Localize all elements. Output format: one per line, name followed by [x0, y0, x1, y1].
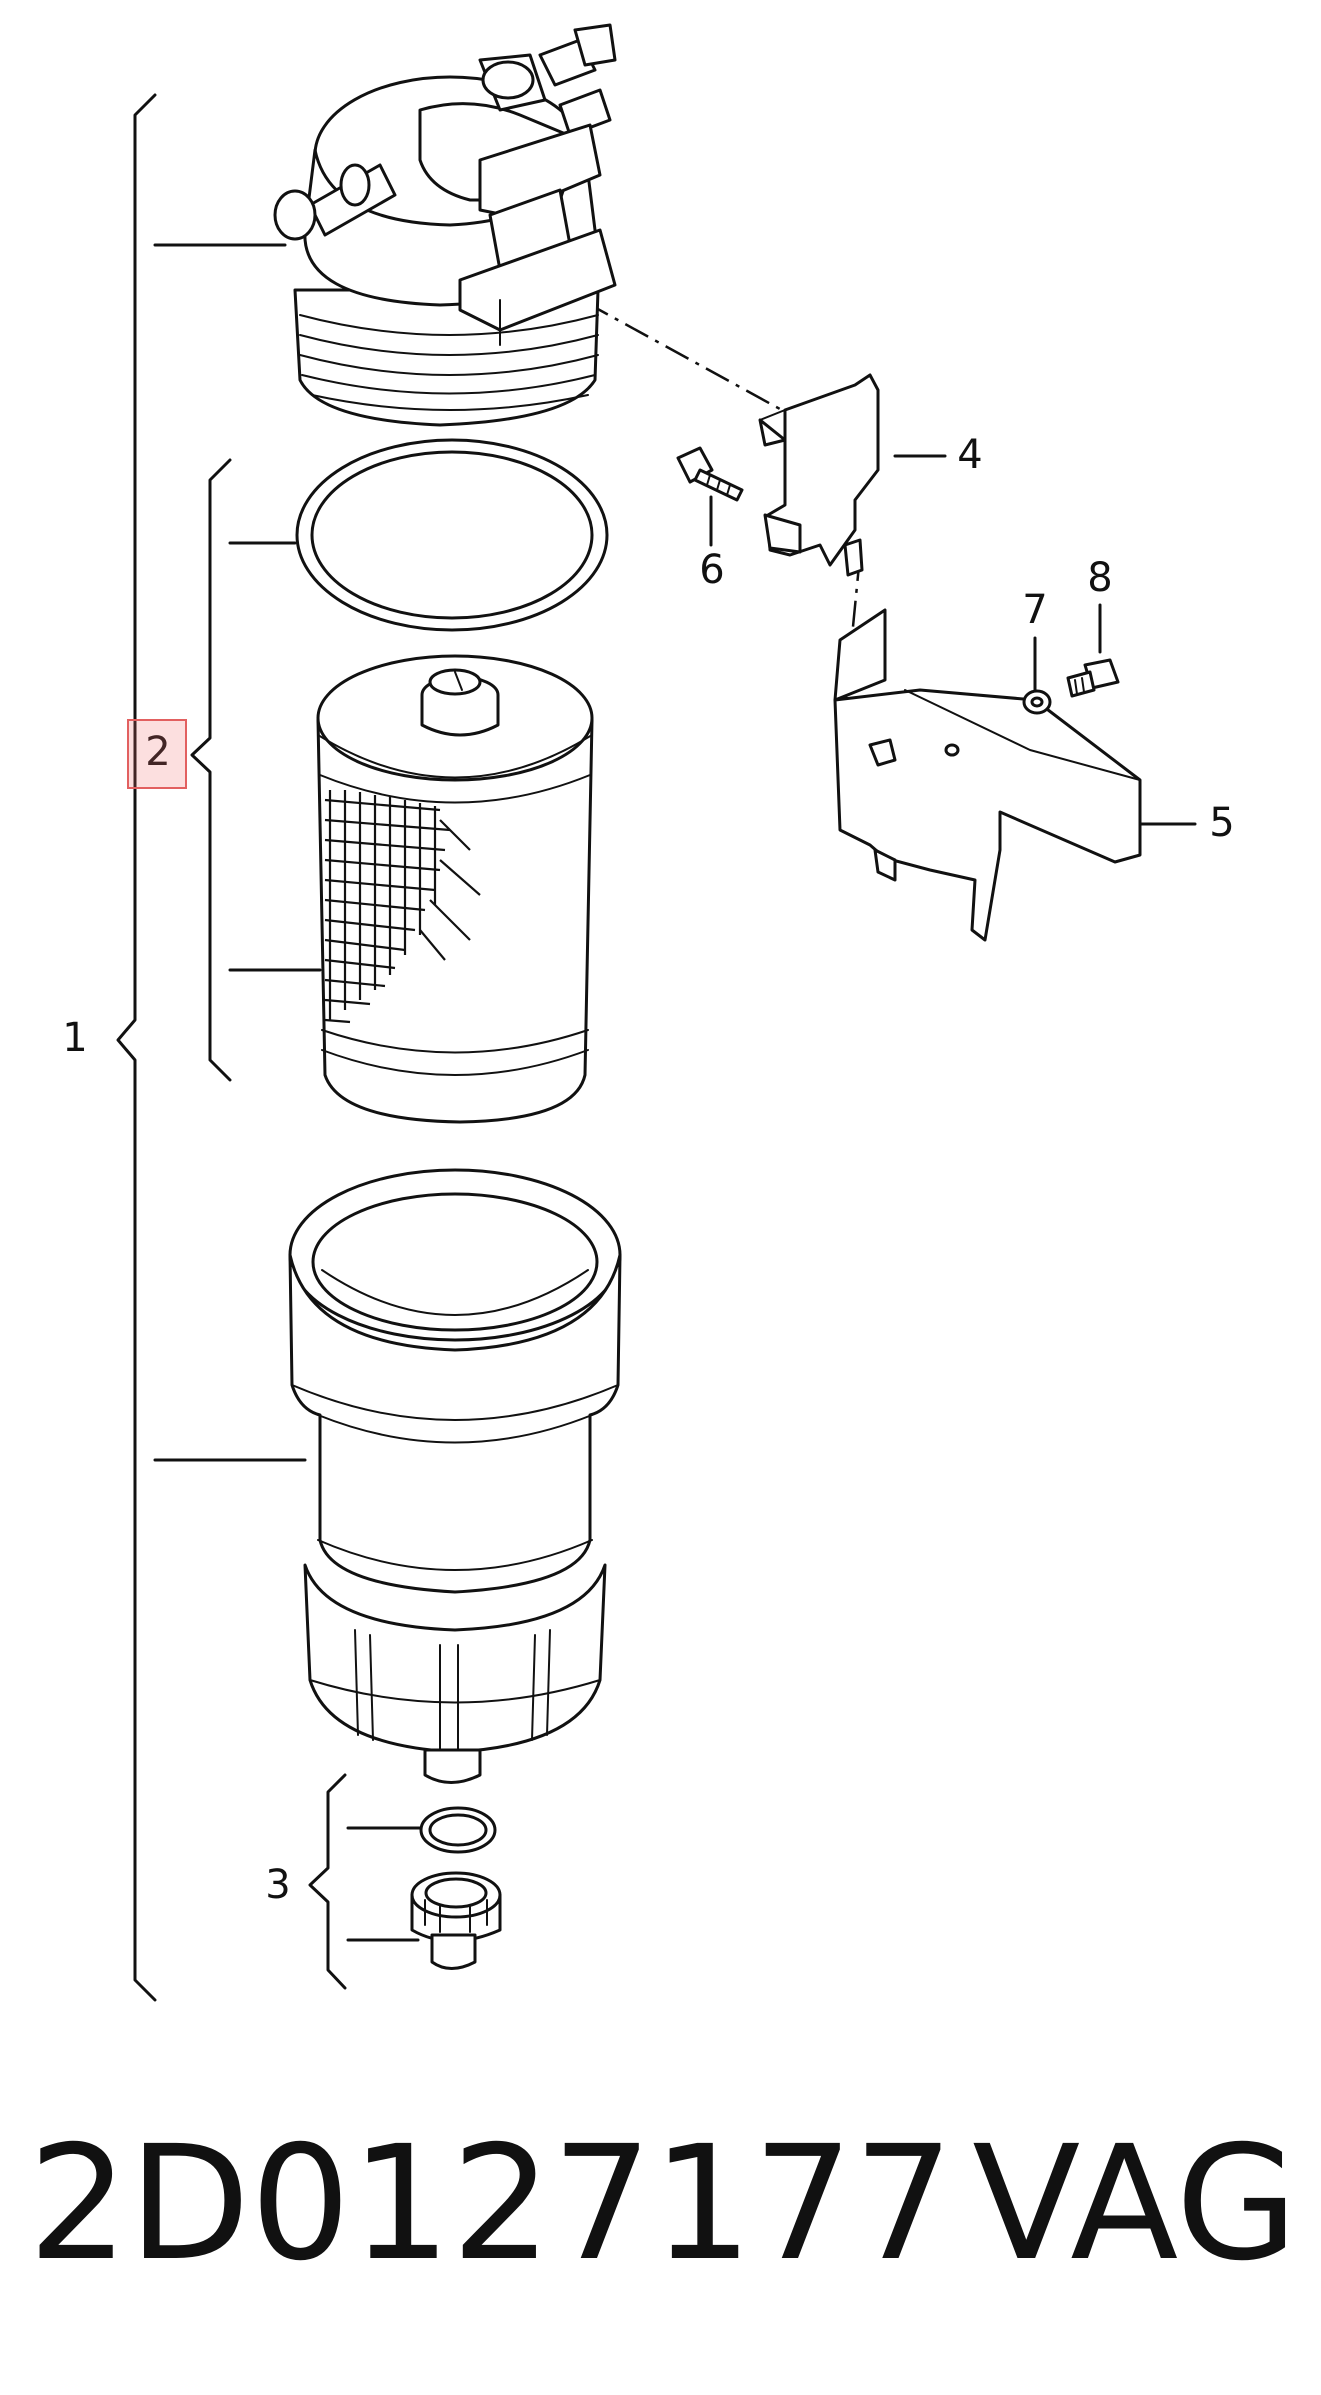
- brand-name: VAG: [972, 2112, 1298, 2296]
- filter-head-cover: [273, 23, 617, 427]
- part-number: 2D0127177: [28, 2112, 954, 2296]
- callout-highlight-box: [127, 719, 187, 789]
- filter-bowl: [288, 1168, 622, 1784]
- mounting-bracket-4: [758, 373, 880, 577]
- drain-plug-set: [410, 1806, 502, 1970]
- assembly-bracket-1: [116, 93, 157, 2002]
- callout-3: 3: [265, 1862, 290, 1908]
- callout-4: 4: [957, 432, 982, 478]
- filter-mesh: [324, 790, 481, 1024]
- callout-7: 7: [1022, 587, 1047, 633]
- assembly-bracket-2: [190, 458, 232, 1082]
- bolt-6: [676, 446, 744, 502]
- callout-6: 6: [699, 547, 724, 593]
- part-caption: 2D0127177 VAG: [28, 2125, 1298, 2283]
- callout-labels: 1 2 3 4 5 6 7 8: [62, 432, 1234, 1908]
- seal-ring: [295, 438, 609, 632]
- callout-5: 5: [1209, 800, 1234, 846]
- assembly-bracket-3: [308, 1773, 347, 1990]
- bolt-8: [1066, 658, 1120, 698]
- washer-7: [1022, 689, 1052, 715]
- callout-2: 2: [145, 729, 170, 775]
- callout-1: 1: [62, 1015, 87, 1061]
- mounting-bracket-5: [833, 608, 1142, 942]
- filter-element: [316, 654, 594, 1124]
- callout-8: 8: [1087, 555, 1112, 601]
